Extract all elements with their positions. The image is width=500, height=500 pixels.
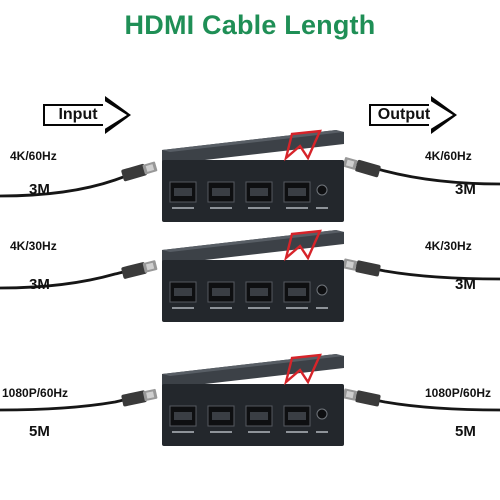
input-arrow: Input	[43, 96, 131, 134]
input-signal-spec: 1080P/60Hz	[2, 386, 69, 400]
output-signal-spec: 4K/60Hz	[425, 149, 472, 163]
right-arrow-icon	[369, 96, 457, 134]
input-arrow-label: Input	[58, 106, 98, 123]
output-arrow-label: Output	[377, 106, 431, 123]
output-arrow: Output	[369, 96, 457, 134]
output-cable-length: 5M	[455, 423, 476, 440]
page-title: HDMI Cable Length	[124, 10, 376, 40]
output-cable-length: 3M	[455, 276, 476, 293]
hdmi-switch-device	[162, 353, 344, 446]
cable-row-3: 1080P/60Hz 5M 1080P/60Hz 5M	[0, 352, 500, 470]
cable-row-1: 4K/60Hz 3M 4K/60Hz 3M	[0, 128, 500, 246]
input-cable-length: 3M	[29, 181, 50, 198]
input-cable-length: 3M	[29, 276, 50, 293]
right-arrow-icon	[43, 96, 131, 134]
hdmi-switch-device	[162, 129, 344, 222]
cable-illustration	[0, 388, 500, 412]
cable-illustration	[0, 258, 500, 290]
input-signal-spec: 4K/30Hz	[10, 239, 57, 253]
cable-illustration	[0, 157, 500, 198]
cable-row-2: 4K/30Hz 3M 4K/30Hz 3M	[0, 228, 500, 346]
output-signal-spec: 1080P/60Hz	[425, 386, 492, 400]
hdmi-switch-device	[162, 229, 344, 322]
input-signal-spec: 4K/60Hz	[10, 149, 57, 163]
output-signal-spec: 4K/30Hz	[425, 239, 472, 253]
output-cable-length: 3M	[455, 181, 476, 198]
input-cable-length: 5M	[29, 423, 50, 440]
